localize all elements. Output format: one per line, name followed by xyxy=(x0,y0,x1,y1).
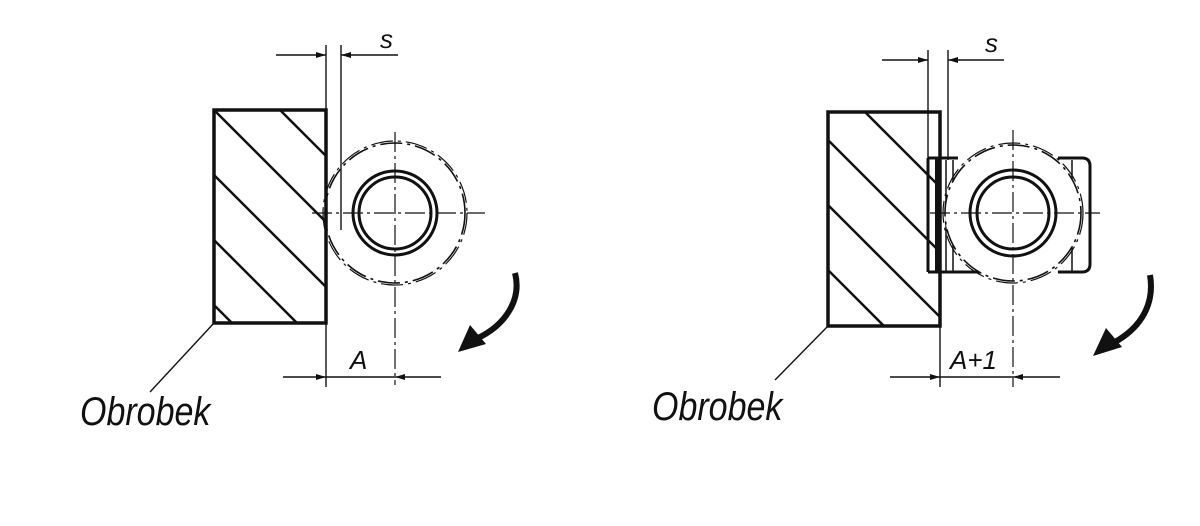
left-dimensions xyxy=(149,45,441,393)
left-dimension-label: A xyxy=(350,345,368,375)
rotation-arrow-icon xyxy=(1113,274,1154,345)
left-clamp xyxy=(312,132,485,385)
right-clamp xyxy=(926,130,1100,387)
rotation-arrow-icon xyxy=(476,272,520,341)
right-workpiece xyxy=(826,110,942,328)
right-dimensions xyxy=(774,50,1060,387)
left-gap-label: s xyxy=(380,24,393,54)
left-workpiece xyxy=(212,108,328,325)
right-workpiece-label: Obrobek xyxy=(652,385,783,429)
right-gap-label: s xyxy=(985,28,998,58)
left-workpiece-label: Obrobek xyxy=(80,390,211,434)
right-dimension-label: A+1 xyxy=(950,345,997,375)
